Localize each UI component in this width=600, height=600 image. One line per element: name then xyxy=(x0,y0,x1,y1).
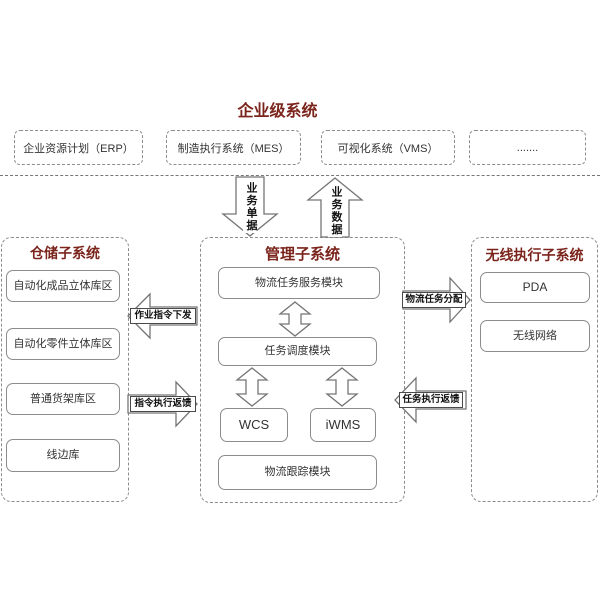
business-orders-label: 业务单据 xyxy=(243,181,257,233)
warehouse-item-label: 线边库 xyxy=(46,449,80,462)
wcs-box: WCS xyxy=(220,408,288,442)
warehouse-item-label: 普通货架库区 xyxy=(30,392,96,405)
warehouse-item-label: 自动化零件立体库区 xyxy=(13,337,113,350)
warehouse-item-shelf-area: 普通货架库区 xyxy=(6,383,120,415)
enterprise-separator-line xyxy=(0,175,600,176)
scheduler-wcs-double-arrow xyxy=(235,367,269,407)
warehouse-item-auto-finished: 自动化成品立体库区 xyxy=(6,270,120,302)
scheduler-module-box: 任务调度模块 xyxy=(218,337,377,366)
warehouse-title: 仓储子系统 xyxy=(30,245,100,261)
service-scheduler-double-arrow xyxy=(278,301,312,337)
instruction-feedback-label: 指令执行返馈 xyxy=(130,396,196,412)
wireless-title: 无线执行子系统 xyxy=(485,247,584,263)
warehouse-item-label: 自动化成品立体库区 xyxy=(13,279,113,292)
other-systems-label: ....... xyxy=(516,141,539,154)
management-title: 管理子系统 xyxy=(264,246,340,263)
other-systems-box: ....... xyxy=(469,130,586,165)
scheduler-iwms-double-arrow xyxy=(325,367,359,407)
service-module-label: 物流任务服务模块 xyxy=(255,276,343,289)
pda-box: PDA xyxy=(480,272,590,303)
business-data-label: 业务数据 xyxy=(328,185,342,237)
task-assign-label: 物流任务分配 xyxy=(402,292,466,308)
vms-label: 可视化系统（VMS） xyxy=(337,142,439,155)
wireless-network-box: 无线网络 xyxy=(480,320,590,352)
iwms-label: iWMS xyxy=(325,416,361,432)
wcs-label: WCS xyxy=(238,416,270,432)
warehouse-item-lineside: 线边库 xyxy=(6,439,120,472)
service-module-box: 物流任务服务模块 xyxy=(218,267,380,299)
scheduler-module-label: 任务调度模块 xyxy=(264,345,331,358)
erp-box: 企业资源计划（ERP） xyxy=(14,130,143,165)
erp-label: 企业资源计划（ERP） xyxy=(23,142,134,155)
enterprise-title: 企业级系统 xyxy=(237,103,318,120)
wireless-network-label: 无线网络 xyxy=(513,329,557,342)
pda-label: PDA xyxy=(522,279,548,294)
vms-box: 可视化系统（VMS） xyxy=(321,130,455,165)
warehouse-item-auto-parts: 自动化零件立体库区 xyxy=(6,328,120,360)
iwms-box: iWMS xyxy=(310,408,376,442)
mes-label: 制造执行系统（MES） xyxy=(177,142,290,155)
tracking-module-box: 物流跟踪模块 xyxy=(218,455,377,490)
job-dispatch-label: 作业指令下发 xyxy=(130,308,196,324)
task-feedback-label: 任务执行返馈 xyxy=(399,392,463,408)
tracking-module-label: 物流跟踪模块 xyxy=(264,466,331,479)
mes-box: 制造执行系统（MES） xyxy=(166,130,301,165)
